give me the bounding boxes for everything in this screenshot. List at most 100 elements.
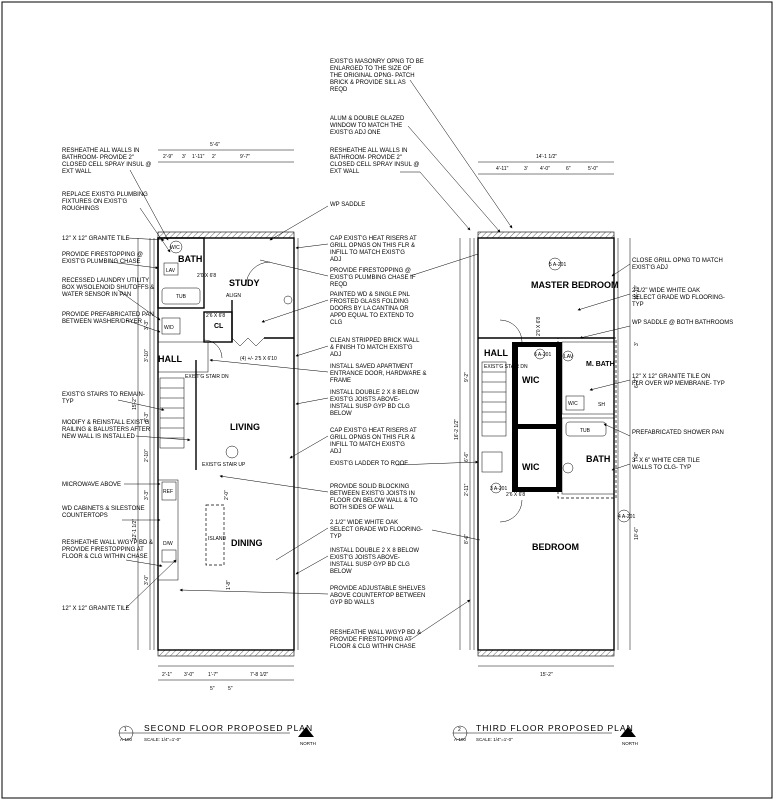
note-line: CLOSED CELL SPRAY INSUL @ bbox=[330, 162, 419, 168]
note-line: EXIST'G ADJ bbox=[632, 265, 668, 271]
dim-left-3: 8'-3" bbox=[144, 412, 150, 422]
sheet-ref-2: A-100 bbox=[454, 737, 467, 742]
room-label-living: LIVING bbox=[230, 422, 260, 432]
note-line: ENTRANCE DOOR, HARDWARE & bbox=[330, 371, 426, 377]
note-line: CLG bbox=[330, 320, 343, 326]
note-c-resheathe-bath: RESHEATHE ALL WALLS IN bbox=[330, 148, 407, 154]
dim-left-5: 2'-10" bbox=[144, 449, 150, 462]
note-line: & FINISH TO MATCH EXIST'G bbox=[330, 345, 413, 351]
dim-r-left-1: 9'-2" bbox=[464, 372, 470, 382]
label-stair-dn-2f: EXIST'G STAIR DN bbox=[185, 374, 229, 380]
fixture-lav-2f: LAV bbox=[166, 268, 176, 274]
dim-top-1: 2'-9" bbox=[163, 154, 173, 160]
note-line: ROUGHINGS bbox=[62, 206, 99, 212]
note-line: ADJ bbox=[330, 352, 341, 358]
note-line: EXIST'G ADJ ONE bbox=[330, 130, 381, 136]
note-r-oak-flooring: 2 1/2" WIDE WHITE OAK bbox=[632, 288, 700, 294]
dim-left-8: 3'-0" bbox=[144, 575, 150, 585]
note-line: BATHROOM- PROVIDE 2" bbox=[330, 155, 402, 161]
north-label-1: NORTH bbox=[300, 741, 316, 746]
door-tag-folding: (4) +/- 2'5 X 6'10 bbox=[240, 356, 277, 362]
note-l-laundry-box: RECESSED LAUNDRY UTILITY bbox=[62, 278, 149, 284]
note-line: BRICK & PROVIDE SILL AS bbox=[330, 80, 406, 86]
note-line: EXT WALL bbox=[62, 169, 92, 175]
note-line: DOORS BY LA CANTINA OR bbox=[330, 306, 409, 312]
svg-text:RESHEATHE WALL W/GYP BD &PROVI: RESHEATHE WALL W/GYP BD &PROVIDE FIRESTO… bbox=[62, 540, 153, 560]
note-line: EXIST'G JOISTS ABOVE- bbox=[330, 397, 400, 403]
note-c-brick-wall: CLEAN STRIPPED BRICK WALL bbox=[330, 338, 420, 344]
note-r-shower-pan: PREFABRICATED SHOWER PAN bbox=[632, 430, 724, 436]
scale-third-floor: SCALE: 1/4"=1'-0" bbox=[476, 737, 513, 742]
room-label-study: STUDY bbox=[229, 278, 260, 288]
note-c-folding-doors: PAINTED WD & SINGLE PNL bbox=[330, 292, 411, 298]
note-line: THE ORIGINAL OPNG- PATCH bbox=[330, 73, 415, 79]
fixture-ref: REF bbox=[163, 489, 173, 495]
note-l-granite-2: 12" X 12" GRANITE TILE bbox=[62, 606, 130, 612]
note-line: PROVIDE FIRESTOPPING AT bbox=[330, 637, 412, 643]
note-line: TYP bbox=[62, 399, 74, 405]
note-line: TYP bbox=[330, 534, 342, 540]
note-l-firestop-1: PROVIDE FIRESTOPPING @ bbox=[62, 252, 143, 258]
dim-island-2: 1'-8" bbox=[226, 580, 232, 590]
dim-bottom-4: 7'-8 1/2" bbox=[250, 672, 269, 678]
note-line: WATER SENSOR IN PAN bbox=[62, 292, 131, 298]
note-line: BOTH SIDES OF WALL bbox=[330, 505, 395, 511]
note-line: NEW WALL IS INSTALLED bbox=[62, 434, 135, 440]
marker-4: 4 A-201 bbox=[618, 514, 635, 520]
note-line: WALLS TO CLG- TYP bbox=[632, 465, 691, 471]
svg-text:PREFABRICATED SHOWER PAN: PREFABRICATED SHOWER PAN bbox=[632, 430, 724, 436]
door-tag-3f-2: 2'6 X 6'8 bbox=[506, 492, 525, 498]
note-line: ADJ bbox=[330, 257, 341, 263]
note-line: GRILL OPNGS ON THIS FLR & bbox=[330, 243, 415, 249]
note-c-masonry-opng: EXIST'G MASONRY OPNG TO BE bbox=[330, 59, 424, 65]
note-line: EXIST'G PLUMBING CHASE IF bbox=[330, 275, 416, 281]
note-line: FIXTURES ON EXIST'G bbox=[62, 199, 127, 205]
svg-text:WP SADDLE @ BOTH BATHROOMS: WP SADDLE @ BOTH BATHROOMS bbox=[632, 320, 733, 326]
center-leaders bbox=[179, 79, 513, 641]
dim-left-6: 3'-3" bbox=[144, 490, 150, 500]
note-line: BATHROOM- PROVIDE 2" bbox=[62, 155, 134, 161]
fixture-shower: SH bbox=[598, 402, 605, 408]
note-c-solid-blocking: PROVIDE SOLID BLOCKING bbox=[330, 484, 410, 490]
dim-r-top-4: 6" bbox=[566, 166, 571, 172]
fixture-wc-3f: W/C bbox=[568, 401, 578, 407]
note-l-resheathe-1: RESHEATHE ALL WALLS IN bbox=[62, 148, 139, 154]
door-tag-1: 2'0 X 6'8 bbox=[197, 273, 216, 279]
title-third-floor: THIRD FLOOR PROPOSED PLAN bbox=[476, 723, 634, 733]
note-line: GYP BD WALLS bbox=[330, 600, 374, 606]
note-line: SELECT GRADE WD FLOORING- bbox=[632, 295, 725, 301]
dim-r-right-5: 10'-6" bbox=[634, 527, 640, 540]
north-label-2: NORTH bbox=[622, 741, 638, 746]
room-label-hall-3f: HALL bbox=[484, 348, 508, 358]
dim-r-left-4: 2'-11" bbox=[464, 483, 470, 496]
dim-r-top-5: 5'-0" bbox=[588, 166, 598, 172]
note-line: ADJ bbox=[330, 449, 341, 455]
svg-text:12" X 12" GRANITE TILE: 12" X 12" GRANITE TILE bbox=[62, 236, 130, 242]
note-line: FRAME bbox=[330, 378, 351, 384]
dim-r-bottom: 15'-2" bbox=[540, 672, 553, 678]
note-c-entrance-door: INSTALL SAVED APARTMENT bbox=[330, 364, 413, 370]
note-line: EXT WALL bbox=[330, 169, 360, 175]
room-label-wic-2: WIC bbox=[522, 462, 540, 472]
svg-text:PROVIDE FIRESTOPPING @EXIST'G: PROVIDE FIRESTOPPING @EXIST'G PLUMBING C… bbox=[62, 252, 143, 265]
dim-r-top-2: 3' bbox=[524, 166, 528, 172]
note-l-granite-1: 12" X 12" GRANITE TILE bbox=[62, 236, 130, 242]
fixture-tub-2f: TUB bbox=[176, 294, 187, 300]
note-r-close-grill: CLOSE GRILL OPNG TO MATCH bbox=[632, 258, 723, 264]
note-c-alum-window: ALUM & DOUBLE GLAZED bbox=[330, 116, 405, 122]
note-line: EXIST'G PLUMBING CHASE bbox=[62, 259, 141, 265]
dim-r-right-1: 11'-10" bbox=[634, 285, 640, 300]
room-label-bath-3f: BATH bbox=[586, 454, 610, 464]
fixture-tub-3f: TUB bbox=[580, 428, 591, 434]
dim-island-1: 2'-0" bbox=[224, 490, 230, 500]
